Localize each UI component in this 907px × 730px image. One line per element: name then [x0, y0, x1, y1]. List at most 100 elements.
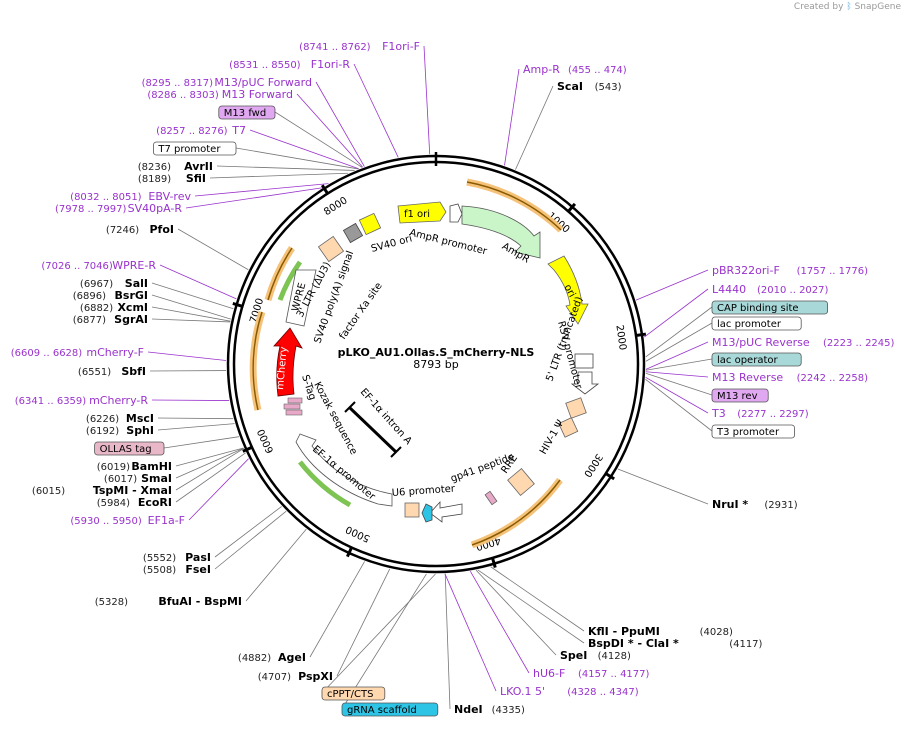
label-pos: (8295 .. 8317): [142, 78, 214, 89]
callout-right-8: [645, 371, 709, 378]
callout-left-11: [177, 228, 249, 271]
rsv-promoter-feature: [574, 353, 594, 369]
pfo-arc: [264, 246, 295, 301]
f1-ori-label: f1 ori: [404, 209, 430, 220]
label-left-22: OLLAS tag: [94, 441, 165, 456]
label-left-16: SgrAI(6877): [73, 313, 148, 326]
label-name: M13 fwd: [224, 108, 266, 119]
label-pos: (4157 .. 4177): [578, 669, 650, 680]
label-pos: (455 .. 474): [568, 65, 627, 76]
label-name: SfiI: [186, 172, 206, 185]
callout-right-12: [617, 468, 709, 505]
label-box: [321, 686, 386, 701]
label-right-7: lac operator: [711, 352, 802, 367]
label-pos: (4128): [598, 651, 631, 662]
label-pos: (8236): [138, 162, 171, 173]
callout-left-21: [157, 423, 235, 431]
label-left-25: TspMI - XmaI(6015): [32, 484, 172, 497]
callout-lines: [147, 45, 713, 710]
ollas-feature: [287, 397, 303, 404]
label-pos: (7978 .. 7997): [55, 204, 127, 215]
label-pos: (6551): [78, 367, 111, 378]
label-name: MscI: [126, 412, 154, 425]
ori-feature: [547, 255, 589, 325]
ltr3-feature: [317, 235, 345, 263]
label-left-14: BsrGI(6896): [73, 289, 148, 302]
label-name: WPRE-R: [112, 259, 156, 272]
label-bottom-7: gRNA scaffold: [341, 702, 439, 717]
label-pos: (6192): [86, 426, 119, 437]
label-pos: (2277 .. 2297): [737, 409, 809, 420]
ampr-feature: [461, 205, 541, 259]
label-name: gRNA scaffold: [347, 705, 417, 716]
callout-left-19: [151, 399, 230, 401]
callout-left-25: [175, 448, 244, 491]
grna-feature: [421, 503, 433, 523]
label-left-26: EcoRI(5984): [97, 496, 172, 509]
credit-brand: SnapGene: [854, 2, 901, 12]
kozak-feature: [285, 409, 303, 416]
ef1a-intron-label: EF-1α intron A: [358, 387, 414, 447]
label-name: BamHI: [131, 460, 172, 473]
intron-cap-2: [390, 446, 402, 458]
plasmid-size: 8793 bp: [413, 358, 458, 371]
label-name: mCherry-R: [89, 394, 148, 407]
label-pos: (5328): [95, 597, 128, 608]
label-pos: (2223 .. 2245): [823, 338, 895, 349]
callout-right-2: [635, 269, 709, 301]
label-pos: (5930 .. 5950): [70, 516, 142, 527]
factor-xa-label: factor Xa site: [337, 281, 384, 342]
callout-left-14: [151, 294, 231, 320]
tick-label-5000: 5000: [344, 523, 372, 544]
label-left-20: MscI(6226): [86, 412, 154, 425]
label-left-7: AvrII(8236): [138, 160, 213, 173]
label-left-11: PfoI(7246): [106, 223, 174, 236]
label-name: KflI - PpuMI: [588, 625, 660, 638]
tick-3000: [604, 472, 615, 481]
credit: Created by ᛒ SnapGene: [794, 2, 901, 12]
label-name: BspDI * - ClaI *: [588, 637, 679, 650]
label-name: M13 Forward: [222, 88, 293, 101]
callout-left-28: [214, 506, 282, 558]
label-right-12: NruI *(2931): [712, 498, 798, 511]
tick-1000: [567, 202, 577, 213]
label-name: EBV-rev: [148, 190, 191, 203]
label-left-30: BfuAI - BspMI(5328): [95, 595, 242, 608]
label-box: [152, 141, 237, 156]
label-pos: (6017): [104, 474, 137, 485]
label-name: F1ori-R: [311, 58, 351, 71]
label-name: F1ori-F: [382, 40, 420, 53]
sv40-ori-label: SV40 ori: [370, 233, 414, 255]
ori-label: ori: [561, 283, 577, 300]
label-pos: (4882): [238, 653, 271, 664]
label-name: cPPT/CTS: [327, 689, 373, 700]
callout-bottom-4: [444, 573, 497, 692]
label-pos: (543): [595, 82, 622, 93]
snapgene-logo-icon: ᛒ: [846, 2, 852, 12]
callout-bottom-1: [477, 569, 585, 644]
label-box: [711, 352, 802, 367]
wpre-feature: [285, 269, 317, 327]
label-left-18: SbfI(6551): [78, 365, 146, 378]
label-pos: (5508): [143, 565, 176, 576]
label-name: hU6-F: [533, 667, 565, 680]
ef1a-green-arc: [298, 460, 352, 508]
wpre-arc-core: [252, 311, 263, 411]
rre-feature: [507, 467, 535, 497]
label-pos: (7026 .. 7046): [41, 261, 113, 272]
label-right-6: M13/pUC Reverse(2223 .. 2245): [712, 336, 895, 349]
label-left-28: PasI(5552): [143, 551, 211, 564]
callout-left-2: [315, 81, 365, 167]
label-left-17: mCherry-F(6609 .. 6628): [11, 346, 144, 359]
label-name: M13/pUC Forward: [214, 76, 312, 89]
label-name: CAP binding site: [717, 303, 799, 314]
label-name: T3: [711, 407, 726, 420]
callout-bottom-5: [444, 573, 451, 710]
callout-right-11: [645, 378, 713, 432]
label-pos: (8189): [138, 174, 171, 185]
label-name: XcmI: [117, 301, 148, 314]
callout-left-20: [157, 417, 234, 420]
label-name: FseI: [185, 563, 211, 576]
ampr-promoter-feature: [449, 203, 463, 223]
callout-bottom-0: [490, 566, 585, 632]
